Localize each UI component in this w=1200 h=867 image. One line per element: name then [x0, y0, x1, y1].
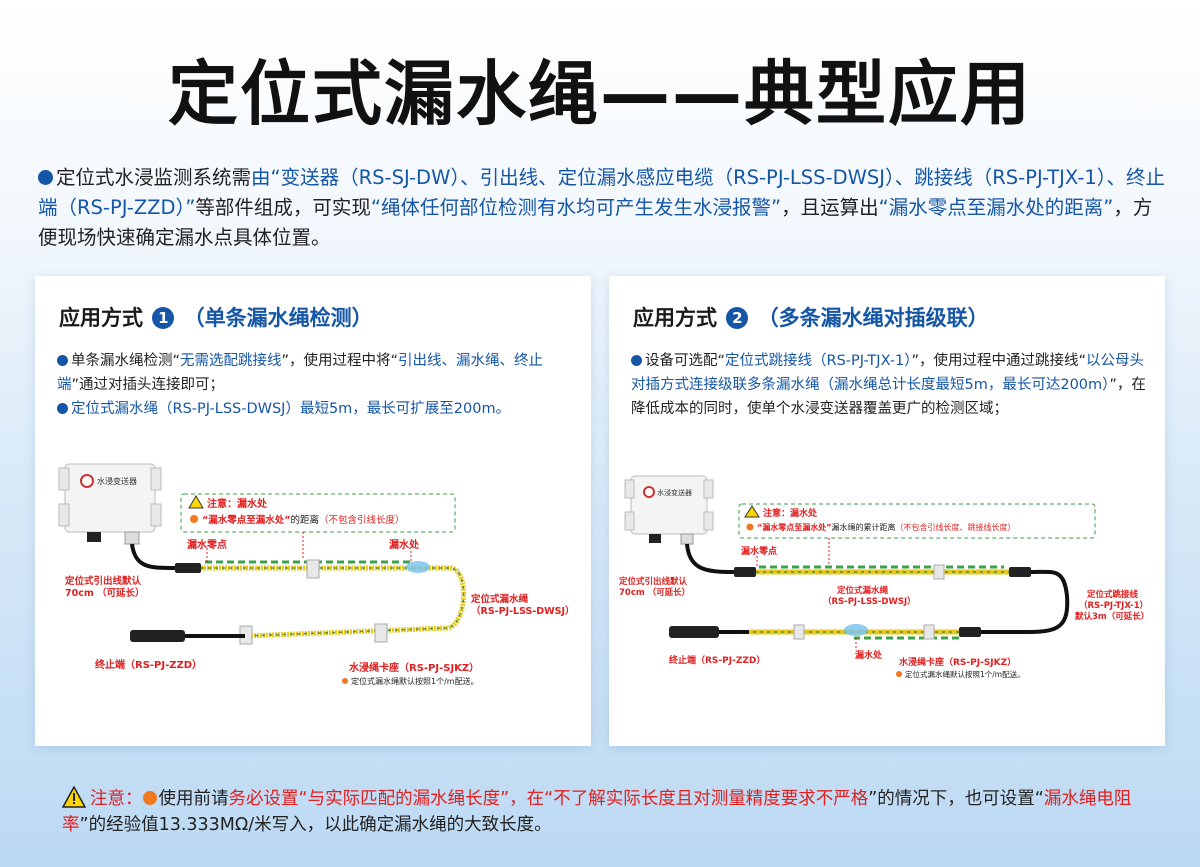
label-jumper-model: （RS-PJ-TJX-1） [1079, 600, 1148, 611]
panel-title-main: 应用方式 [59, 306, 143, 330]
label-rope: 定位式漏水绳 [836, 585, 889, 596]
bullet-dot [631, 355, 642, 366]
callout-text: “漏水零点至漏水处”的距离（不包含引线长度） [202, 514, 405, 526]
bullet-dot [57, 403, 68, 414]
label-clip: 水浸绳卡座（RS-PJ-SJKZ） [348, 661, 479, 674]
label-leak-point: 漏水处 [389, 538, 420, 551]
bullet-dot [142, 791, 157, 805]
desc-text: 单条漏水绳检测“ [71, 353, 181, 369]
rope-clip [923, 624, 935, 640]
panel-description: 单条漏水绳检测“无需选配跳接线”，使用过程中将“引出线、漏水绳、终止端”通过对插… [57, 349, 577, 421]
warning-icon [188, 495, 204, 509]
callout-text: “漏水零点至漏水处”漏水绳的累计距离（不包含引线长度、跳接线长度） [757, 522, 1016, 532]
label-rope-model: （RS-PJ-LSS-DWSJ） [823, 596, 916, 607]
device-label: 水浸变送器 [657, 488, 692, 497]
cascade-rope-diagram: 水浸变送器 注意：漏水处 “漏水零点至漏水处”漏水绳的累计距离（不包含引线长度、… [618, 475, 1149, 679]
intro-highlight-1: 由“变送器（RS-SJ-DW）、引出线、定位漏水感应电缆（RS-PJ-LSS-D… [38, 166, 1166, 219]
label-clip-note: 定位式漏水绳默认按照1个/m配送。 [905, 669, 1025, 679]
callout-box [180, 493, 456, 533]
water-splash-icon [844, 624, 868, 636]
label-rope-model: （RS-PJ-LSS-DWSJ） [471, 605, 575, 617]
label-leak-point: 漏水处 [855, 649, 883, 661]
intro-highlight-3: “漏水零点至漏水处的距离” [878, 196, 1114, 219]
warning-icon [62, 786, 86, 808]
rope-clip [793, 624, 805, 640]
note-warning-label: 注意： [90, 789, 143, 809]
rope-clip [933, 564, 945, 580]
desc-highlight: 引出线、漏水绳、终止端 [57, 353, 544, 393]
bullet-dot [57, 355, 68, 366]
label-rope: 定位式漏水绳 [470, 593, 529, 605]
label-clip: 水浸绳卡座（RS-PJ-SJKZ） [899, 656, 1016, 668]
panel-title-sub: （多条漏水绳对插级联） [757, 306, 989, 330]
page-title: 定位式漏水绳——典型应用 [168, 53, 1032, 135]
intro-highlight-2: “绳体任何部位检测有水均可产生发生水浸报警” [370, 196, 782, 219]
end-terminator [669, 626, 719, 638]
panel-single-rope: 应用方式 1 （单条漏水绳检测） 单条漏水绳检测“无需选配跳接线”，使用过程中将… [35, 276, 591, 746]
panel-title-sub: （单条漏水绳检测） [183, 306, 373, 330]
desc-text: ”，在降低成本的同时，使单个水浸变送器覆盖更广的检测区域； [631, 377, 1146, 417]
desc-highlight: 无需选配跳接线 [180, 353, 282, 369]
leak-rope [201, 565, 466, 639]
callout-warning: 注意：漏水处 [763, 507, 818, 519]
step-number-badge: 1 [152, 307, 175, 329]
rope-clip [374, 623, 388, 643]
callout-box [738, 503, 1096, 539]
panel-title: 应用方式 1 （单条漏水绳检测） [59, 302, 373, 332]
panel-description: 设备可选配“定位式跳接线（RS-PJ-TJX-1）”，使用过程中通过跳接线“以公… [631, 349, 1151, 421]
bullet-dot [38, 170, 53, 185]
panel-title-main: 应用方式 [633, 306, 717, 330]
rope-clip [306, 559, 320, 579]
usage-note: 注意： 使用前请务必设置“与实际匹配的漏水绳长度”，在“不了解实际长度且对测量精度… [62, 786, 1172, 838]
label-clip-note: 定位式漏水绳默认按照1个/m配送。 [351, 676, 479, 686]
warning-icon [744, 505, 760, 518]
desc-highlight: 以公母头对插方式连接级联多条漏水绳（漏水绳总计长度最短5m，最长可达200m） [631, 353, 1145, 393]
label-jumper: 定位式跳接线 [1086, 589, 1139, 600]
transmitter-device: 水浸变送器 [58, 463, 162, 545]
note-text: ”的情况下，也可设置“ [868, 789, 1044, 809]
step-number-badge: 2 [726, 307, 749, 329]
note-text: 使用前请 [158, 789, 229, 809]
note-highlight: 务必设置“与实际匹配的漏水绳长度”，在“不了解实际长度且对测量精度要求不严格 [228, 789, 869, 809]
intro-text-4: ，方便现场快速确定漏水点具体位置。 [38, 196, 1153, 249]
desc-text: ”，使用过程中将“ [281, 353, 399, 369]
single-rope-diagram: 水浸变送器 注意：漏水处 “漏水零点至漏水处”的距离（不包含引线长度） 漏水零 [58, 463, 575, 686]
label-lead-length: 70cm （可延长） [619, 587, 690, 598]
note-text: ”的经验值13.333MΩ/米写入，以此确定漏水绳的大致长度。 [79, 815, 552, 835]
label-lead-cable: 定位式引出线默认 [618, 576, 688, 587]
note-highlight: 漏水绳电阻率 [62, 789, 1132, 835]
label-zero-point: 漏水零点 [187, 538, 227, 551]
desc-text: ”，使用过程中通过跳接线“ [911, 353, 1087, 369]
intro-text-1: 定位式水浸监测系统需 [56, 166, 252, 189]
desc-text: ”通过对插头连接即可； [71, 377, 225, 393]
desc-text: 设备可选配“ [645, 353, 726, 369]
panel-cascade-rope: 应用方式 2 （多条漏水绳对插级联） 设备可选配“定位式跳接线（RS-PJ-TJ… [609, 276, 1165, 746]
jumper-cable [979, 569, 1070, 634]
intro-text-3: ，且运算出 [781, 196, 879, 219]
callout-warning: 注意：漏水处 [207, 497, 268, 510]
intro-text-2: 等部件组成，可实现 [195, 196, 371, 219]
end-terminator [130, 630, 185, 642]
device-label: 水浸变送器 [97, 476, 137, 486]
label-lead-length: 70cm （可延长） [65, 587, 145, 599]
panel-title: 应用方式 2 （多条漏水绳对插级联） [633, 302, 989, 332]
desc-highlight: 定位式漏水绳（RS-PJ-LSS-DWSJ）最短5m，最长可扩展至200m。 [71, 401, 511, 417]
desc-highlight: 定位式跳接线（RS-PJ-TJX-1） [725, 353, 912, 369]
intro-paragraph: 定位式水浸监测系统需由“变送器（RS-SJ-DW）、引出线、定位漏水感应电缆（R… [38, 163, 1168, 253]
label-zero-point: 漏水零点 [741, 545, 777, 557]
label-end-terminator: 终止端（RS-PJ-ZZD） [668, 654, 765, 666]
water-splash-icon [406, 561, 430, 573]
label-lead-cable: 定位式引出线默认 [64, 575, 142, 587]
label-jumper-length: 默认3m（可延长） [1075, 611, 1149, 622]
transmitter-device: 水浸变送器 [624, 475, 714, 545]
label-end-terminator: 终止端（RS-PJ-ZZD） [95, 658, 202, 671]
